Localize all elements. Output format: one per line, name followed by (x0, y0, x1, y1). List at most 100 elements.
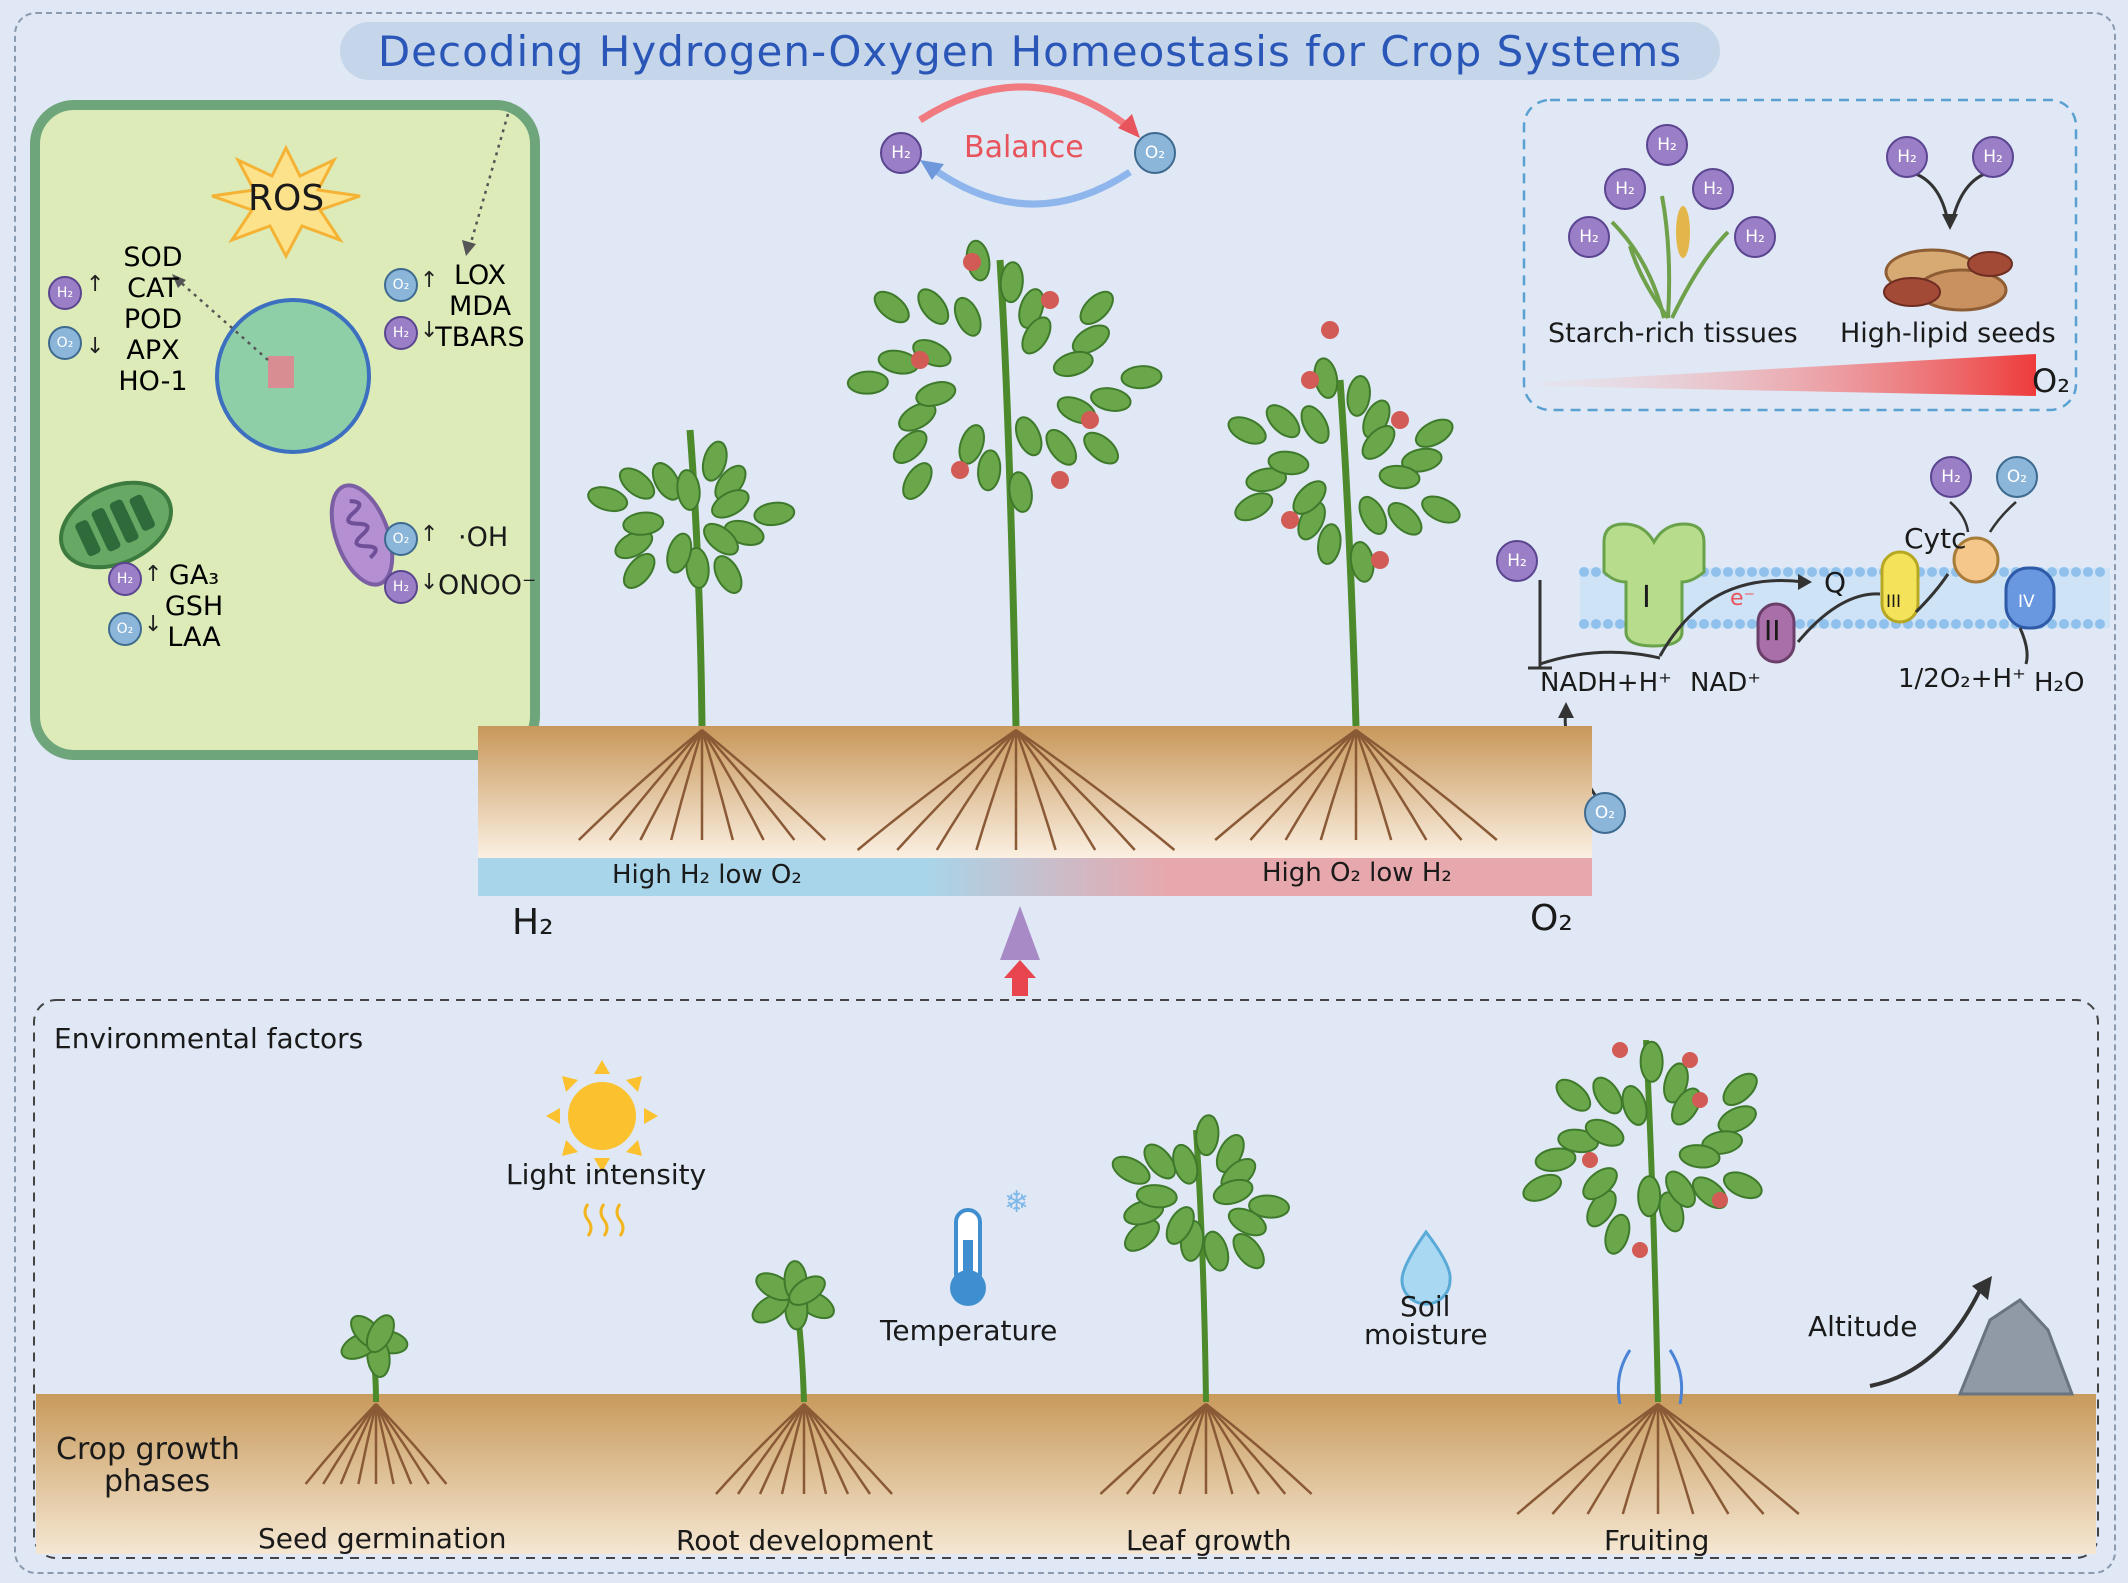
tomato-fruit (1612, 1042, 1628, 1058)
peroxidation-item: MDA (448, 291, 512, 322)
tomato-fruit (1692, 1092, 1708, 1108)
leaf (892, 430, 928, 464)
mountain-icon (1957, 1298, 2075, 1396)
balance-arrow-top (918, 83, 1133, 131)
root (1015, 729, 1136, 851)
balance-label: Balance (964, 130, 1084, 165)
leaf (1008, 471, 1033, 513)
membrane-bead (2059, 619, 2069, 629)
leaf (1584, 1118, 1625, 1147)
root (1621, 1403, 1660, 1515)
root (339, 1403, 378, 1485)
root (1249, 729, 1357, 841)
chloroplast-item: LAA (167, 622, 221, 653)
membrane-bead (1687, 619, 1697, 629)
root (577, 729, 703, 841)
membrane-bead (1819, 567, 1829, 577)
leaf (701, 440, 728, 482)
leaf (1557, 1128, 1600, 1154)
leaf (1300, 405, 1330, 444)
root (1284, 729, 1358, 841)
leaf (1292, 480, 1327, 515)
complex-ii (1756, 602, 1796, 664)
tomato-fruit (1712, 1192, 1728, 1208)
membrane-bead (1843, 567, 1853, 577)
leaf (1586, 1189, 1617, 1228)
svg-text:❄: ❄ (1004, 1185, 1029, 1220)
root (1657, 1402, 1800, 1515)
leaf (703, 522, 739, 556)
root (375, 1403, 448, 1485)
leaf (1378, 464, 1421, 490)
membrane-bead (1747, 619, 1757, 629)
water-label: H₂O (2034, 668, 2085, 698)
membrane-bead (1723, 619, 1733, 629)
down-arrow-icon: ↓ (420, 570, 439, 595)
leaf (902, 462, 933, 500)
membrane-bead (2095, 567, 2105, 577)
up-arrow-icon: ↑ (144, 562, 163, 587)
tomato-fruit (1582, 1152, 1598, 1168)
leaf (1592, 1076, 1623, 1115)
membrane-bead (1771, 567, 1781, 577)
h2-molecule-icon: H₂ (1604, 168, 1646, 210)
membrane-bead (1783, 567, 1793, 577)
leaf (846, 370, 889, 395)
membrane-bead (2071, 567, 2081, 577)
root (1657, 1403, 1765, 1515)
membrane-bead (1927, 567, 1937, 577)
h2-molecule-icon: H₂ (384, 316, 418, 350)
leaf (1522, 1173, 1562, 1202)
membrane-bead (1951, 619, 1961, 629)
leaf (1317, 523, 1342, 565)
sun-icon (546, 1060, 658, 1172)
membrane-bead (1603, 619, 1613, 629)
factor-light-intensity: Light intensity (506, 1158, 707, 1191)
root (1014, 729, 1097, 851)
wheat-icon (1610, 195, 1730, 320)
root (1214, 728, 1357, 841)
water-drop-icon (1400, 1229, 1452, 1306)
chloroplast-list: GA₃ GSH LAA (154, 560, 234, 653)
h2-zone-label: High H₂ low O₂ (612, 860, 802, 890)
h2-molecule-icon: H₂ (1646, 124, 1688, 166)
root (736, 1403, 805, 1495)
membrane-bead (1831, 619, 1841, 629)
membrane-bead (1579, 567, 1589, 577)
membrane-bead (1927, 619, 1937, 629)
leaf (1663, 1062, 1689, 1104)
membrane-bead (1867, 567, 1877, 577)
root (1516, 1402, 1659, 1515)
membrane-bead (1699, 619, 1709, 629)
tomato-fruit (1321, 321, 1339, 339)
leaf (1232, 1233, 1265, 1270)
leaf (915, 381, 957, 407)
diagram-title: Decoding Hydrogen-Oxygen Homeostasis for… (340, 22, 1720, 80)
seeds-panel (1522, 98, 2078, 412)
o2-molecule-icon: O₂ (384, 522, 418, 556)
root (608, 729, 703, 841)
root (1014, 729, 1057, 851)
environment-heading: Environmental factors (54, 1022, 364, 1055)
root (669, 729, 704, 841)
o2-zone-label: High O₂ low H₂ (1262, 858, 1452, 888)
leaf (1120, 365, 1163, 390)
o2-molecule-icon: O₂ (1996, 456, 2038, 498)
complex-ii-label: II (1764, 614, 1781, 647)
membrane-bead (1855, 567, 1865, 577)
root (715, 1403, 805, 1495)
phase-root-development: Root development (676, 1524, 934, 1557)
tomato-fruit (1281, 511, 1299, 529)
root (1319, 729, 1358, 841)
cytc-label: Cytc (1904, 522, 1967, 555)
membrane-bead (1975, 619, 1985, 629)
membrane-bead (1795, 567, 1805, 577)
root (802, 1403, 850, 1495)
membrane-bead (1855, 619, 1865, 629)
peroxidation-item: TBARS (435, 322, 525, 353)
up-arrow-icon: ↑ (86, 272, 105, 297)
tomato-fruit (963, 253, 981, 271)
starch-label: Starch-rich tissues (1548, 318, 1798, 349)
leaf (1414, 418, 1454, 448)
o2-molecule-icon: O₂ (48, 326, 82, 360)
